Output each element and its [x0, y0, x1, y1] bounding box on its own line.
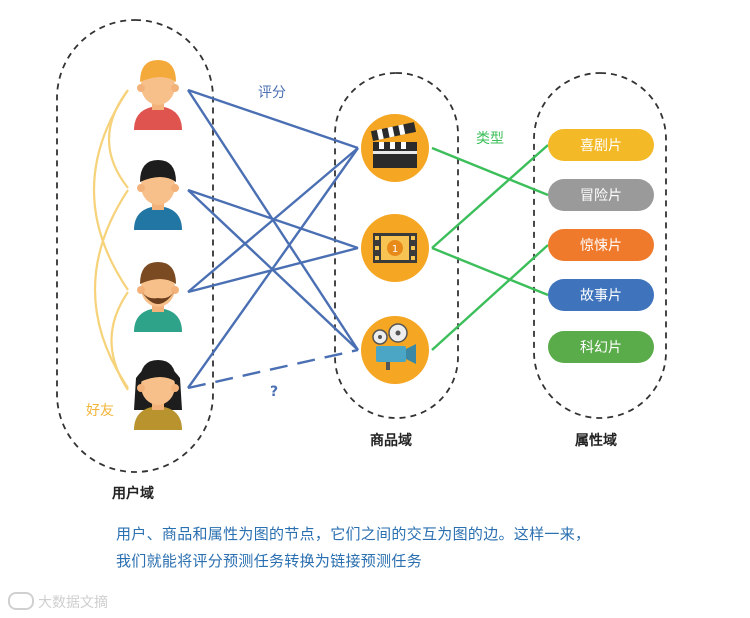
user-nodes [134, 60, 182, 430]
user-domain-oval [56, 19, 214, 473]
predicted-edge-label: ? [270, 384, 279, 400]
watermark: 大数据文摘 [8, 592, 108, 612]
type-edge [431, 146, 549, 197]
rating-edges [186, 88, 360, 390]
rating-edge-label: 评分 [258, 85, 286, 101]
attribute-domain-oval [533, 72, 667, 419]
user-node[interactable] [134, 262, 182, 332]
attribute-node[interactable]: 喜剧片 [548, 129, 654, 161]
attribute-pill [548, 179, 654, 211]
attribute-label: 冒险片 [580, 188, 622, 204]
svg-text:1: 1 [392, 244, 398, 255]
attribute-pill [548, 331, 654, 363]
logo-icon [8, 592, 34, 610]
user-node[interactable] [134, 160, 182, 230]
user-node[interactable] [134, 60, 182, 130]
item-domain-label: 商品域 [370, 433, 412, 449]
attribute-pill [548, 129, 654, 161]
item-node[interactable] [361, 114, 429, 182]
rating-edge [187, 88, 359, 150]
item-node[interactable] [361, 316, 429, 384]
type-edge-label: 类型 [476, 131, 504, 147]
attribute-node[interactable]: 冒险片 [548, 179, 654, 211]
caption-line-2: 我们就能将评分预测任务转换为链接预测任务 [116, 552, 423, 570]
person-avatar-icon [134, 60, 182, 130]
item-domain-oval [334, 72, 459, 419]
friend-edge [110, 291, 129, 391]
type-edge [431, 144, 549, 249]
film-projector-icon [372, 323, 416, 370]
friend-edge-label: 好友 [86, 403, 114, 419]
attribute-label: 喜剧片 [580, 138, 622, 154]
caption-line-1: 用户、商品和属性为图的节点，它们之间的交互为图的边。这样一来， [116, 525, 591, 543]
person-avatar-icon [134, 360, 182, 430]
attribute-node[interactable]: 科幻片 [548, 331, 654, 363]
rating-edge-predicted [187, 348, 359, 390]
attribute-pill [548, 229, 654, 261]
user-node[interactable] [134, 360, 182, 430]
rating-edge [187, 147, 359, 389]
clapperboard-icon [370, 122, 417, 168]
watermark-text: 大数据文摘 [38, 595, 108, 611]
attribute-label: 故事片 [580, 288, 622, 304]
attribute-domain-label: 属性域 [575, 433, 617, 449]
person-avatar-icon [134, 262, 182, 332]
attribute-node[interactable]: 惊悚片 [548, 229, 654, 261]
friend-edges [92, 89, 129, 391]
attribute-label: 惊悚片 [580, 238, 622, 254]
person-avatar-icon [134, 160, 182, 230]
attribute-node[interactable]: 故事片 [548, 279, 654, 311]
friend-edge [94, 189, 129, 389]
type-edge [431, 244, 549, 351]
type-edges [431, 144, 549, 351]
attribute-pill [548, 279, 654, 311]
rating-edge [187, 147, 359, 293]
item-node[interactable]: 1 [361, 214, 429, 282]
user-domain-label: 用户域 [112, 486, 154, 502]
film-strip-icon: 1 [373, 233, 417, 263]
type-edge [431, 246, 549, 297]
item-nodes: 1 [361, 114, 429, 384]
attribute-label: 科幻片 [580, 340, 622, 356]
friend-edge [92, 89, 129, 291]
